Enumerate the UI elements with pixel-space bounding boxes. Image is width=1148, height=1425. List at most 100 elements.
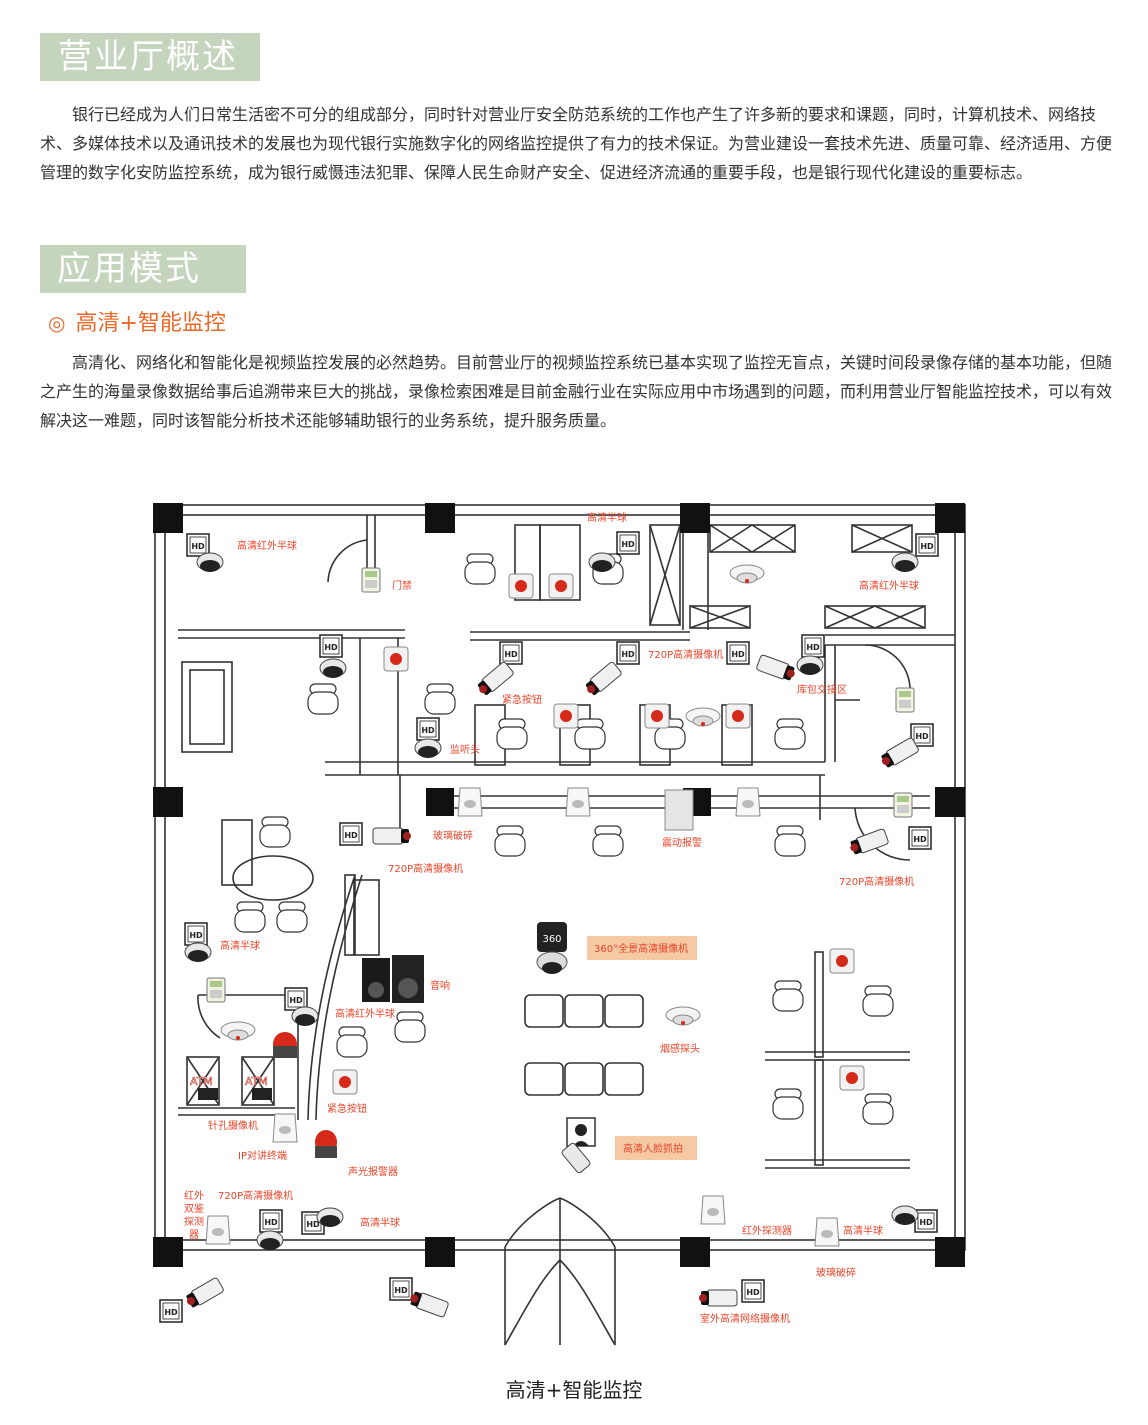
sound-light-alarm-icon (273, 1032, 297, 1058)
svg-text:360: 360 (542, 934, 561, 945)
hd-ir-dome-camera-mid (284, 987, 319, 1027)
label-face-capture: 高清人脸抓拍 (623, 1142, 683, 1155)
hd-camera-monitor (414, 717, 442, 759)
section-title-overview: 营业厅概述 (40, 33, 260, 81)
outdoor-hd-camera-1 (159, 1276, 225, 1323)
glass-break-detector-icon (565, 787, 591, 817)
hd-camera-vault-2 (796, 634, 825, 676)
label-atm-2: ATM (245, 1075, 268, 1088)
label-hd-dome-left: 高清半球 (220, 939, 260, 952)
hd-camera-720p-bl (256, 1209, 284, 1251)
chair (336, 1026, 368, 1058)
chair (259, 816, 291, 848)
ir-dual-detector-icon (205, 1215, 231, 1245)
label-hd-dome-bottom: 高清半球 (360, 1216, 400, 1229)
chair (862, 985, 894, 1017)
label-720p-right: 720P高清摄像机 (839, 875, 914, 888)
hd-ir-dome-camera-tr (891, 533, 939, 573)
emergency-button-icon (383, 646, 409, 672)
emergency-button-icon (839, 1065, 865, 1091)
chair (772, 980, 804, 1012)
hd-dome-camera-bottom (301, 1207, 344, 1235)
emergency-button-icon (332, 1069, 358, 1095)
hd-ir-dome-camera-tl (186, 533, 224, 573)
floor-plan-diagram: HD (153, 503, 966, 1346)
label-ip-intercom: IP对讲终端 (238, 1149, 287, 1162)
glass-break-detector-icon (814, 1217, 840, 1247)
label-ir-dual-4: 器 (189, 1229, 199, 1241)
circle-bullet-icon: ◎ (48, 311, 66, 335)
chair (496, 718, 528, 750)
emergency-button-icon (725, 703, 751, 729)
label-glass-break-1: 玻璃破碎 (433, 829, 473, 842)
smoke-detector-icon (665, 1006, 701, 1026)
label-pinhole-camera: 针孔摄像机 (208, 1119, 258, 1132)
face-capture-camera-icon (561, 1117, 596, 1174)
emergency-button-icon (548, 573, 574, 599)
label-speaker: 音响 (430, 979, 450, 992)
label-ir-dual-1: 红外 (184, 1189, 204, 1202)
label-hd-ir-dome-tl: 高清红外半球 (237, 539, 297, 552)
chair (494, 825, 526, 857)
chair (574, 718, 606, 750)
door-access-icon (893, 792, 913, 818)
label-vibration-alarm: 震动报警 (662, 836, 702, 849)
chair (464, 553, 496, 585)
label-box-360 (587, 936, 697, 960)
smoke-detector-icon (729, 564, 765, 584)
label-emergency-button-1: 紧急按钮 (502, 693, 542, 706)
ip-intercom-icon (272, 1113, 298, 1143)
emergency-button-icon (644, 703, 670, 729)
label-ir-dual-3: 探测 (184, 1215, 204, 1228)
subtitle-text: 高清+智能监控 (75, 311, 226, 336)
chair (772, 1088, 804, 1120)
label-smoke-detector: 烟感探头 (660, 1042, 700, 1055)
chair (774, 825, 806, 857)
emergency-button-icon (829, 948, 855, 974)
chair (307, 683, 339, 715)
sound-light-alarm-icon (315, 1130, 337, 1158)
smoke-detector-icon (685, 707, 721, 727)
outdoor-hd-camera-2 (389, 1277, 450, 1319)
label-720p-bl: 720P高清摄像机 (218, 1189, 293, 1202)
application-paragraph: 高清化、网络化和智能化是视频监控发展的必然趋势。目前营业厅的视频监控系统已基本实… (40, 353, 1113, 430)
hd-camera-720p-top (582, 641, 640, 699)
label-hd-dome-br: 高清半球 (843, 1224, 883, 1237)
hd-camera-vault-1 (726, 641, 798, 683)
chair (592, 825, 624, 857)
label-vault-area: 库包交接区 (797, 683, 847, 696)
door-access-icon (206, 977, 226, 1003)
hd-dome-camera-left (184, 922, 212, 963)
label-sound-light-alarm: 声光报警器 (348, 1165, 398, 1178)
label-hd-ir-dome-mid: 高清红外半球 (335, 1007, 395, 1020)
label-720p-top: 720P高清摄像机 (648, 648, 723, 661)
chair (394, 1011, 426, 1043)
overview-paragraph: 银行已经成为人们日常生活密不可分的组成部分，同时针对营业厅安全防范系统的工作也产… (40, 105, 1113, 182)
hd-camera-left-office (319, 634, 347, 679)
hd-camera-vault-3 (877, 723, 934, 771)
section-title-application: 应用模式 (40, 245, 246, 293)
label-atm-1: ATM (190, 1075, 213, 1088)
door-access-icon (895, 687, 915, 713)
diagram-caption: 高清+智能监控 (505, 1378, 643, 1402)
label-emergency-button-2: 紧急按钮 (327, 1102, 367, 1115)
vibration-sensor-icon (664, 789, 694, 831)
glass-break-detector-icon (735, 787, 761, 817)
chair (276, 901, 308, 933)
hd-dome-camera-top (588, 531, 640, 573)
label-hd-ir-dome-tr: 高清红外半球 (859, 579, 919, 592)
panoramic-360-camera-icon: 360 (536, 922, 568, 974)
chair (774, 718, 806, 750)
pinhole-camera-icon (252, 1088, 272, 1100)
label-360-camera: 360°全景高清摄像机 (594, 942, 688, 955)
label-ir-dual-2: 双鉴 (184, 1202, 204, 1215)
emergency-button-icon (553, 703, 579, 729)
outdoor-hd-camera-3 (698, 1279, 765, 1307)
glass-break-detector-icon (457, 787, 483, 817)
chair (234, 901, 266, 933)
pinhole-camera-icon (198, 1088, 218, 1100)
hd-camera-teller-1 (474, 641, 523, 699)
door-access-icon (361, 567, 381, 593)
ir-detector-icon (700, 1195, 726, 1225)
label-box-face (615, 1136, 697, 1160)
